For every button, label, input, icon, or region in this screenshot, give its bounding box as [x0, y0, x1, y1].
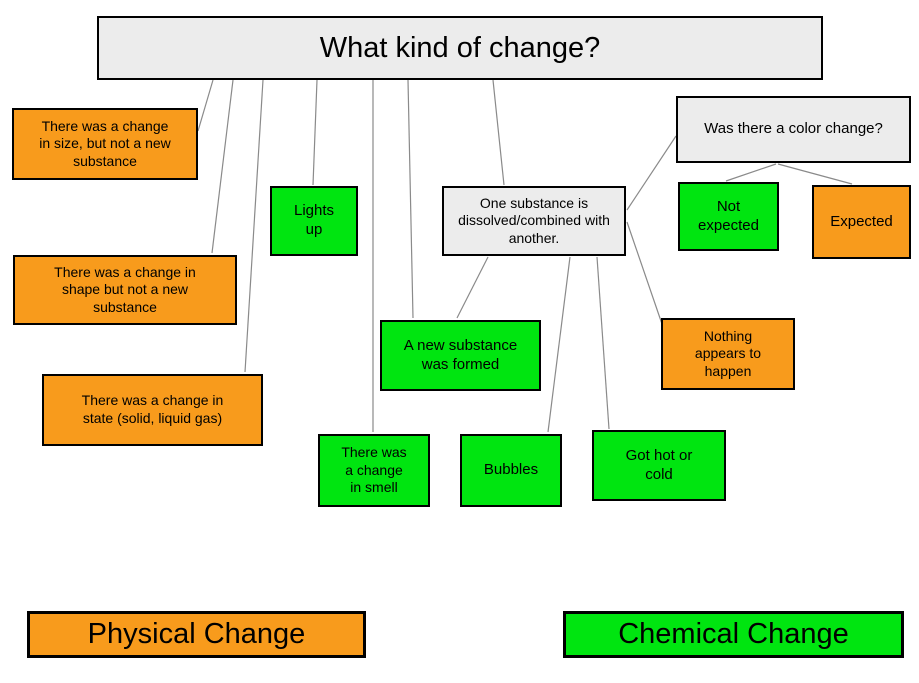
connector-one-nothing [626, 221, 663, 325]
node-bubbles: Bubbles [460, 434, 562, 507]
legend-physical-change: Physical Change [27, 611, 366, 658]
connector-title-lights [312, 79, 318, 186]
node-new-substance: A new substance was formed [380, 320, 541, 391]
node-one-substance: One substance is dissolved/combined with… [442, 186, 626, 256]
connector-title-shape [211, 79, 234, 254]
connector-color-not-expected [725, 163, 777, 182]
node-not-expected: Not expected [678, 182, 779, 251]
node-change-in-smell: There was a change in smell [318, 434, 430, 507]
legend-chemical-change: Chemical Change [563, 611, 904, 658]
connector-one-bubbles [547, 256, 571, 433]
node-lights-up: Lights up [270, 186, 358, 256]
node-nothing-happens: Nothing appears to happen [661, 318, 795, 390]
node-expected: Expected [812, 185, 911, 259]
node-color-change-question: Was there a color change? [676, 96, 911, 163]
connector-color-expected [777, 163, 853, 185]
node-hot-or-cold: Got hot or cold [592, 430, 726, 501]
node-change-in-shape: There was a change in shape but not a ne… [13, 255, 237, 325]
connector-one-new-substance [456, 256, 489, 319]
connector-title-size [197, 79, 214, 132]
connector-title-new-substance [407, 79, 414, 319]
node-change-in-size: There was a change in size, but not a ne… [12, 108, 198, 180]
node-change-in-state: There was a change in state (solid, liqu… [42, 374, 263, 446]
connector-title-state [244, 79, 264, 373]
connector-one-color [626, 135, 677, 211]
connector-one-hot-cold [596, 256, 610, 430]
title-box: What kind of change? [97, 16, 823, 80]
connector-title-one-substance [492, 79, 505, 186]
